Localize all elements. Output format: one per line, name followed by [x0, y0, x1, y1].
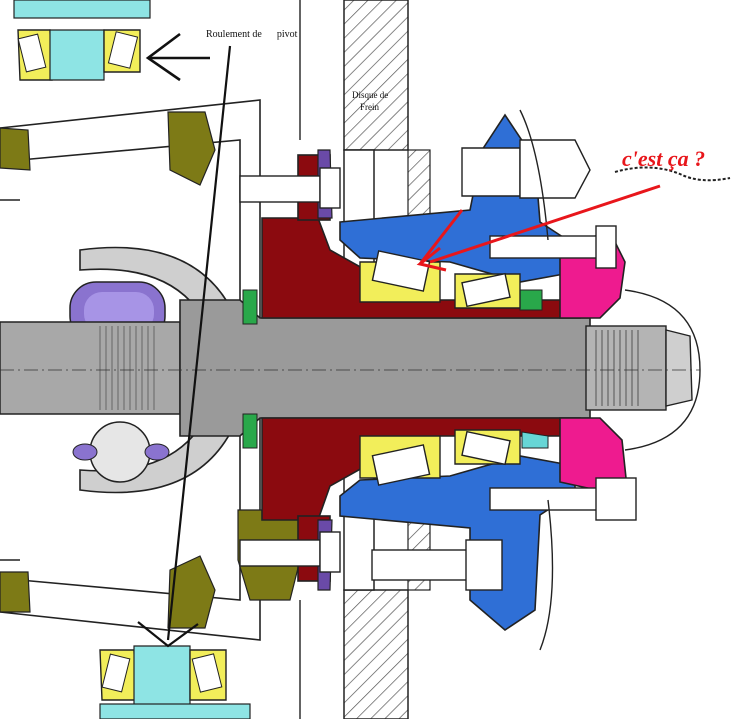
hub-bearings	[359, 250, 549, 486]
pivot-bearing-bottom	[99, 645, 251, 719]
pivot-bearing-top	[13, 0, 151, 81]
bolts	[239, 139, 637, 591]
pivot-arrow-bottom	[137, 45, 232, 648]
question-label: c'est ça ?	[622, 146, 705, 171]
outer-outline	[299, 0, 701, 719]
brake-disc-label-line2: Frein	[360, 102, 379, 112]
drive-shaft	[0, 299, 700, 437]
question-scribble	[614, 166, 731, 182]
green-seals	[242, 289, 543, 449]
pivot-bearing-label: Roulement de pivot	[206, 29, 298, 40]
pivot-arrow-top	[145, 32, 210, 82]
brake-disc-label-line1: Disque de	[352, 90, 388, 100]
question-arrows	[416, 184, 661, 272]
